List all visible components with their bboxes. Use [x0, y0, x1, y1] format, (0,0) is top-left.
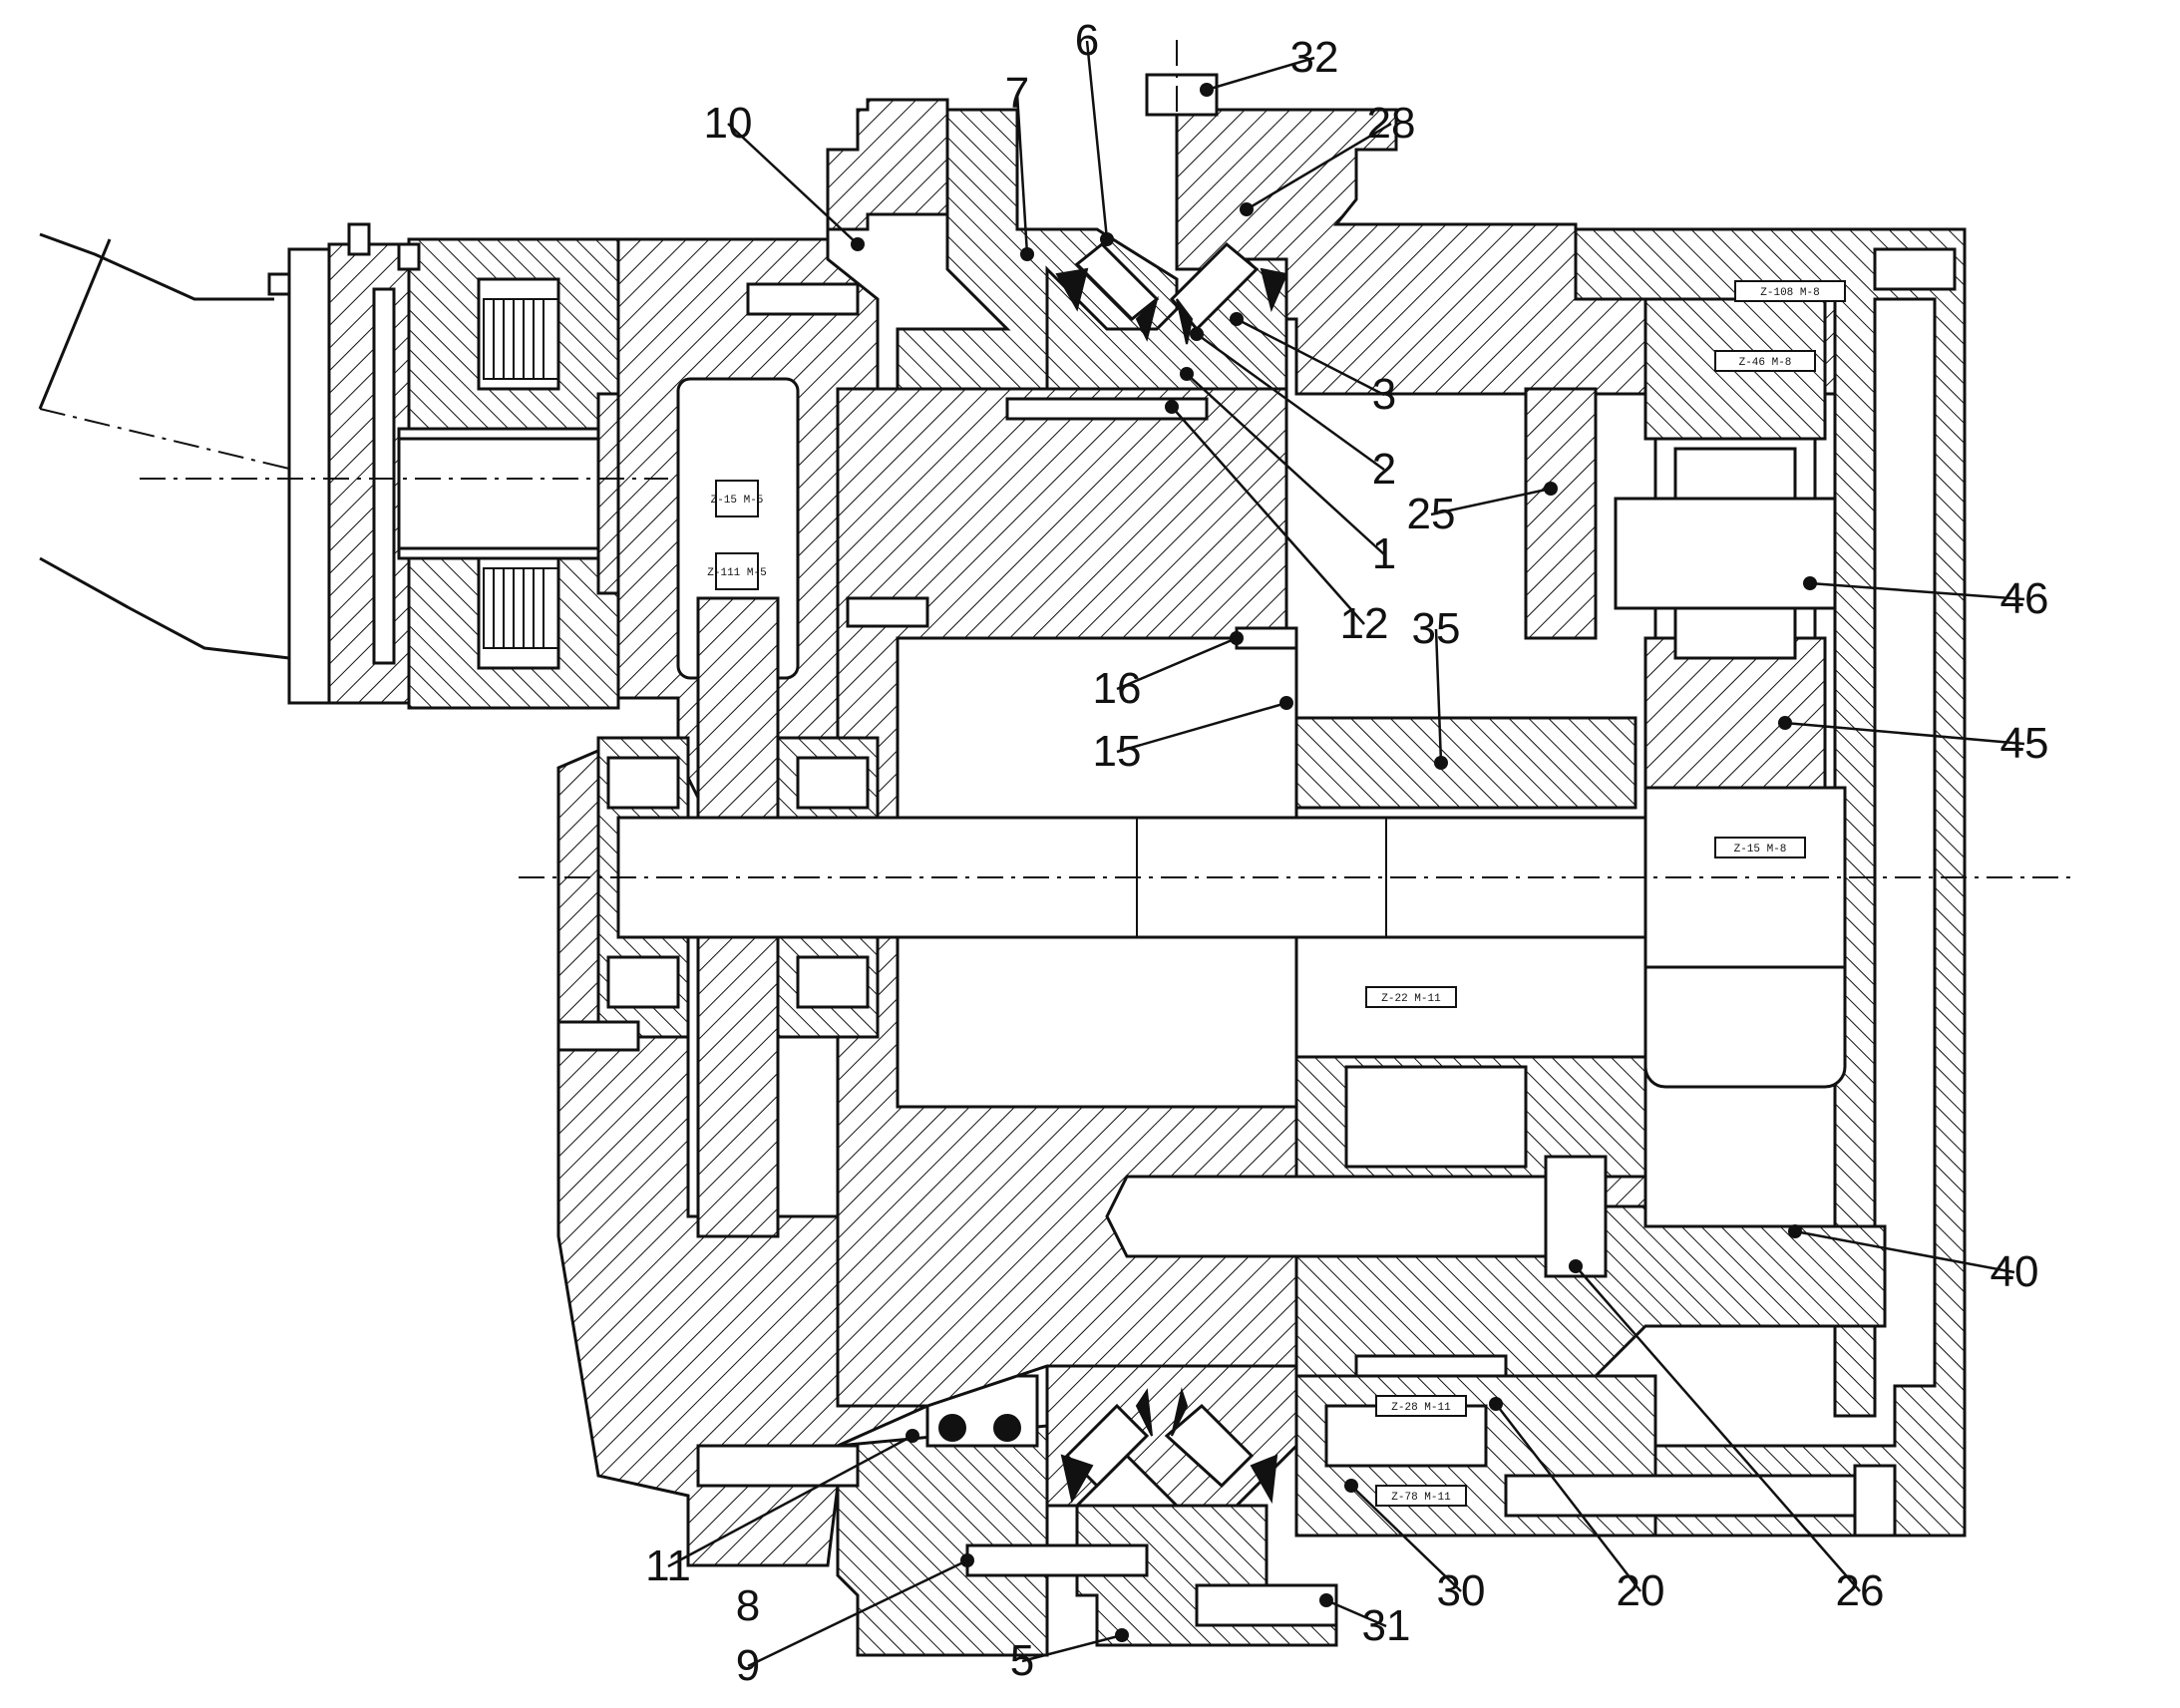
leader-35: [1434, 628, 1443, 764]
callout-6: 6: [1075, 16, 1099, 65]
leader-dot-28: [1240, 202, 1254, 216]
leader-dot-25: [1544, 482, 1558, 496]
leader-16: [1116, 636, 1238, 691]
leader-3: [1236, 317, 1385, 397]
gear-tag: Z-108 M-8: [1734, 280, 1846, 302]
callout-35: 35: [1412, 604, 1461, 653]
leader-2: [1196, 332, 1385, 472]
leader-dot-35: [1434, 756, 1448, 770]
leader-45: [1784, 721, 2025, 746]
leader-dot-12: [1165, 400, 1179, 414]
leader-dot-45: [1778, 716, 1792, 730]
gear-tag: Z-28 M-11: [1375, 1395, 1467, 1417]
leader-dot-15: [1279, 696, 1293, 710]
leader-32: [1206, 56, 1315, 92]
gear-tag: Z-111 M-5: [707, 552, 767, 590]
gear-spec-tags: Z-108 M-8Z-46 M-8Z-15 M-8Z-22 M-11Z-28 M…: [707, 280, 1846, 1507]
leader-dot-2: [1190, 327, 1204, 341]
callout-32: 32: [1290, 33, 1339, 82]
leader-25: [1430, 487, 1552, 516]
brake-disc-pack-lower: [483, 567, 559, 649]
leader-1: [1186, 373, 1385, 555]
leader-dot-32: [1200, 83, 1214, 97]
leader-6: [1085, 40, 1109, 240]
leader-lines: [667, 40, 2025, 1668]
leader-7: [1015, 93, 1029, 255]
gear-tag-label: Z-15 M-5: [711, 495, 764, 507]
callout-7: 7: [1005, 69, 1029, 118]
callout-9: 9: [736, 1641, 760, 1690]
gear-tag: Z-15 M-8: [1714, 837, 1806, 858]
callout-40: 40: [1991, 1247, 2039, 1296]
gear-tag: Z-15 M-5: [711, 480, 764, 517]
leader-12: [1171, 406, 1365, 625]
callout-45: 45: [2000, 719, 2049, 768]
callout-11: 11: [645, 1541, 691, 1590]
callout-2: 2: [1372, 445, 1396, 494]
leader-dot-5: [1115, 1628, 1129, 1642]
leader-31: [1325, 1598, 1387, 1628]
gear-tag-label: Z-15 M-8: [1734, 844, 1787, 855]
gear-tag-label: Z-78 M-11: [1391, 1492, 1451, 1504]
leader-dot-30: [1344, 1479, 1358, 1493]
leader-dot-46: [1803, 576, 1817, 590]
leader-dot-6: [1100, 232, 1114, 246]
callout-15: 15: [1093, 727, 1142, 776]
gear-tag-label: Z-108 M-8: [1760, 287, 1819, 299]
callout-10: 10: [704, 99, 753, 148]
callout-28: 28: [1367, 99, 1416, 148]
leader-20: [1495, 1403, 1641, 1592]
leader-dot-9: [960, 1553, 974, 1567]
centerlines: [140, 40, 2074, 878]
gear-tag: Z-78 M-11: [1375, 1485, 1467, 1507]
callout-20: 20: [1617, 1566, 1665, 1615]
callout-30: 30: [1437, 1566, 1486, 1615]
leader-dot-20: [1489, 1397, 1503, 1411]
callout-3: 3: [1372, 370, 1396, 419]
callout-12: 12: [1340, 599, 1389, 648]
bolt-26: [1105, 1155, 1647, 1278]
brake-disc-pack-upper: [483, 298, 559, 380]
leader-28: [1246, 122, 1392, 211]
leader-10: [727, 123, 859, 245]
leader-dot-1: [1180, 367, 1194, 381]
callout-8: 8: [736, 1581, 760, 1630]
leader-9: [747, 1558, 968, 1668]
leader-15: [1116, 701, 1287, 754]
callout-1: 1: [1372, 529, 1396, 578]
leader-40: [1794, 1229, 2015, 1274]
planet-pin: [1614, 447, 1837, 660]
leader-30: [1350, 1485, 1462, 1592]
callout-46: 46: [2000, 574, 2049, 623]
leader-dot-7: [1020, 247, 1034, 261]
gear-tag-label: Z-28 M-11: [1391, 1402, 1451, 1414]
callout-26: 26: [1836, 1566, 1885, 1615]
leader-dot-26: [1569, 1259, 1583, 1273]
gear-tag-label: Z-46 M-8: [1739, 357, 1792, 369]
leader-dot-10: [851, 237, 865, 251]
input-hoses: [38, 232, 290, 660]
callout-16: 16: [1093, 664, 1142, 713]
leader-5: [1021, 1633, 1123, 1663]
slewing-bearing-upper: [1045, 241, 1288, 401]
fasteners: [556, 73, 1957, 1627]
callout-31: 31: [1362, 1601, 1411, 1650]
leader-26: [1575, 1265, 1861, 1592]
gear-tag-label: Z-22 M-11: [1381, 993, 1441, 1005]
gear-tag-label: Z-111 M-5: [707, 567, 766, 579]
leader-11: [667, 1434, 913, 1568]
leader-dot-31: [1319, 1593, 1333, 1607]
callout-25: 25: [1407, 490, 1456, 538]
gear-tag: Z-46 M-8: [1714, 350, 1816, 372]
leader-dot-40: [1788, 1224, 1802, 1238]
leader-dot-16: [1230, 631, 1244, 645]
leader-dot-11: [906, 1429, 919, 1443]
leader-dot-3: [1230, 312, 1244, 326]
leader-46: [1809, 581, 2025, 601]
gear-tag: Z-22 M-11: [1365, 986, 1457, 1008]
callout-5: 5: [1010, 1636, 1034, 1685]
